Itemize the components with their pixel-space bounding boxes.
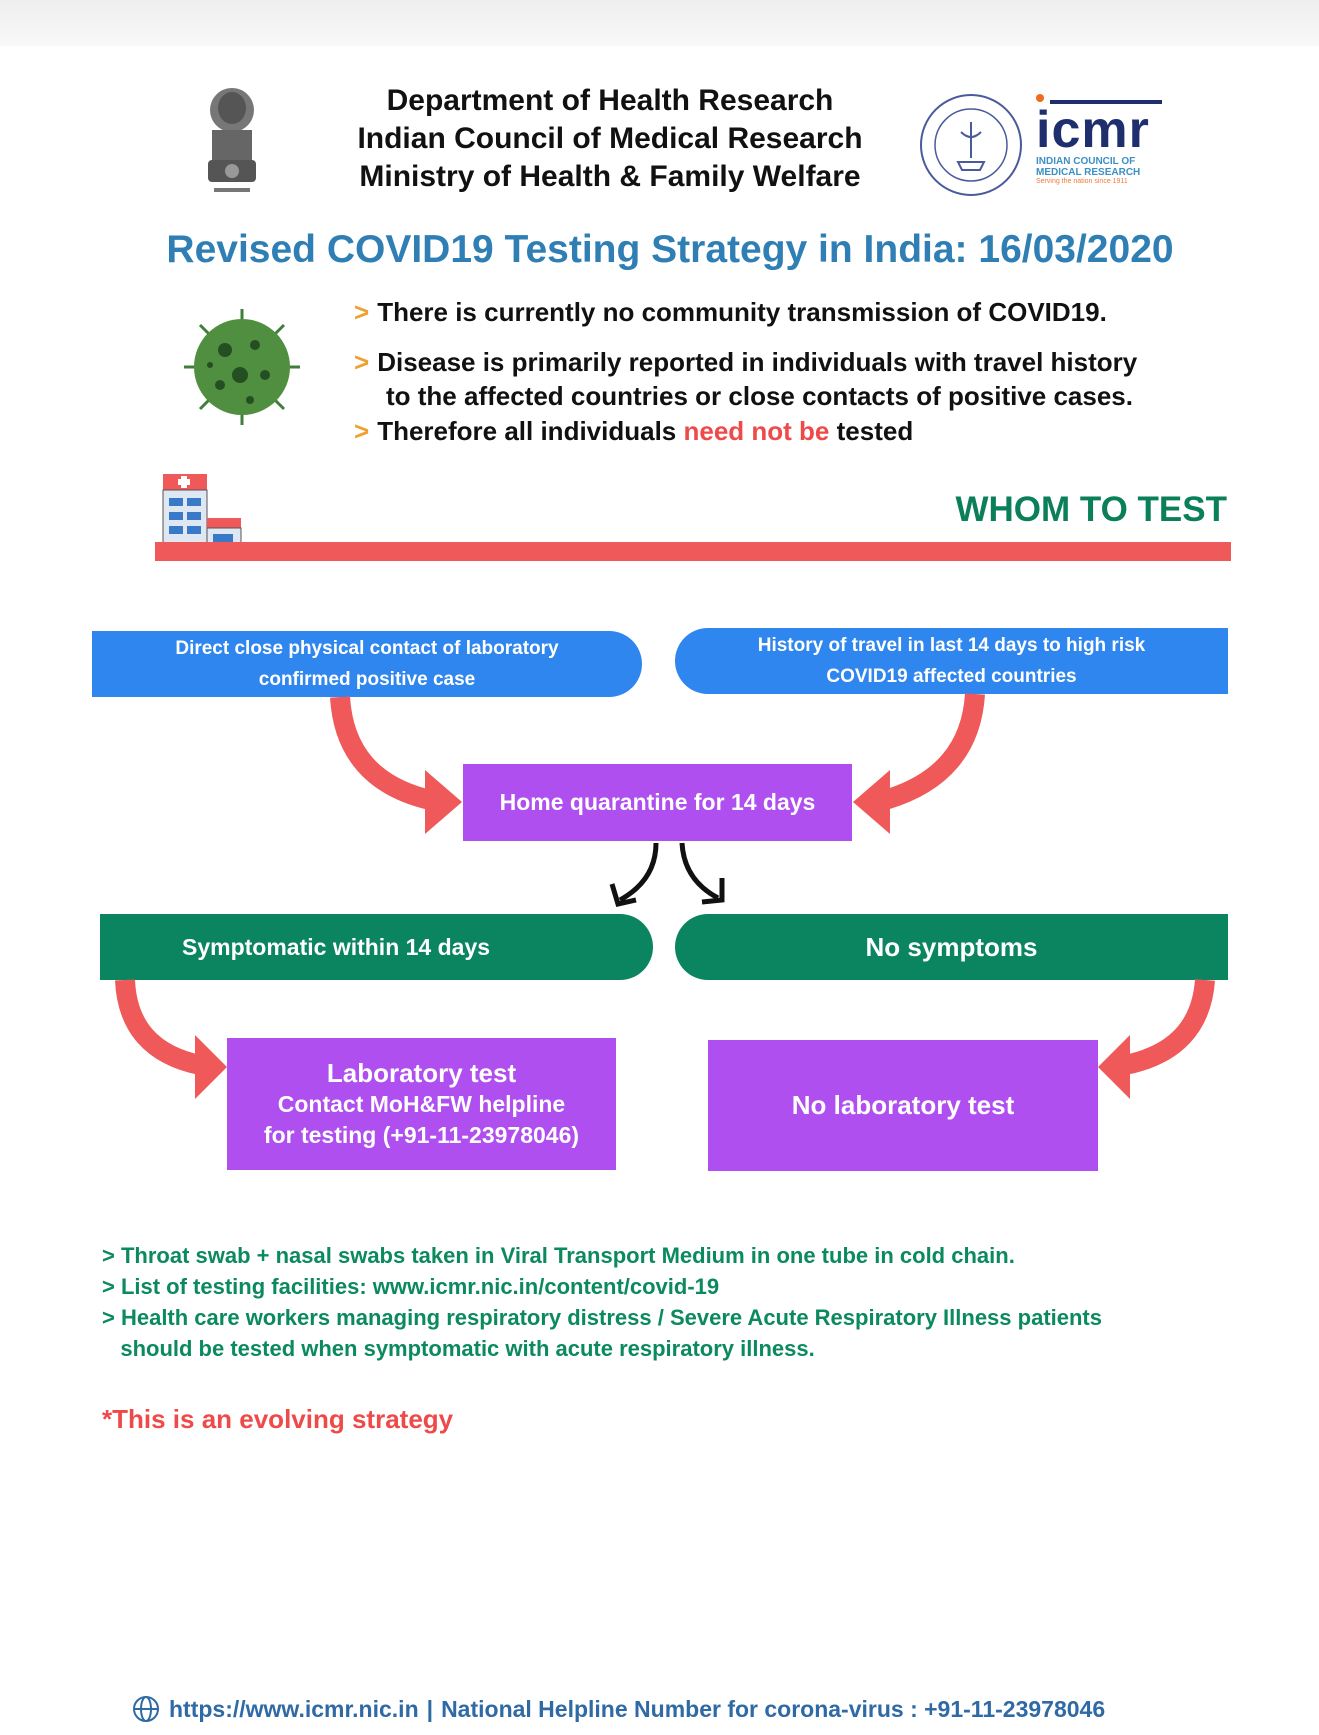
top-band (0, 0, 1319, 46)
separator: | (426, 1695, 434, 1722)
divider-bar (155, 542, 1231, 561)
arrowhead (853, 770, 890, 834)
travel-history-box: History of travel in last 14 days to hig… (675, 628, 1228, 694)
website-link[interactable]: https://www.icmr.nic.in (169, 1695, 419, 1722)
section-heading: WHOM TO TEST (955, 490, 1227, 529)
bullet-item: >Therefore all individuals need not be t… (354, 416, 914, 446)
arrowhead (425, 770, 462, 834)
note-item: > Health care workers managing respirato… (102, 1305, 1102, 1330)
no-laboratory-test-box: No laboratory test (708, 1040, 1098, 1171)
arrow-nosymptoms-to-nolab (1122, 978, 1215, 1075)
arrowhead (1098, 1035, 1130, 1099)
note-item: > Throat swab + nasal swabs taken in Vir… (102, 1243, 1015, 1268)
page-title: Revised COVID19 Testing Strategy in Indi… (166, 228, 1174, 271)
bullet-item: >Disease is primarily reported in indivi… (354, 347, 1138, 377)
globe-icon (133, 1696, 159, 1722)
national-emblem-icon (208, 88, 256, 192)
arrow-to-no-symptoms (679, 842, 720, 901)
evolving-note: *This is an evolving strategy (102, 1404, 454, 1434)
bullet-item-cont: to the affected countries or close conta… (386, 381, 1133, 411)
header-line: Department of Health Research (386, 84, 834, 117)
home-quarantine-box: Home quarantine for 14 days (463, 764, 852, 841)
helpline-text: National Helpline Number for corona-viru… (441, 1695, 1106, 1722)
symptomatic-box: Symptomatic within 14 days (100, 914, 653, 980)
bullet-item: >There is currently no community transmi… (354, 297, 1107, 327)
arrow-symptomatic-to-lab (115, 979, 203, 1075)
header-line: Ministry of Health & Family Welfare (359, 160, 861, 193)
no-symptoms-box: No symptoms (675, 914, 1228, 980)
arrow-to-symptomatic (618, 842, 659, 903)
icmr-seal-icon (920, 94, 1022, 196)
arrow-contact-to-quarantine (330, 696, 433, 810)
header-line: Indian Council of Medical Research (357, 122, 863, 155)
header-titles: Department of Health Research Indian Cou… (300, 82, 920, 196)
note-item: > List of testing facilities: www.icmr.n… (102, 1274, 720, 1299)
virus-icon (184, 309, 300, 425)
note-item: should be tested when symptomatic with a… (102, 1336, 815, 1361)
arrowhead (195, 1035, 227, 1099)
close-contact-box: Direct close physical contact of laborat… (92, 631, 642, 697)
icmr-logo: icmr INDIAN COUNCIL OF MEDICAL RESEARCH … (1036, 90, 1162, 185)
arrow-travel-to-quarantine (882, 693, 985, 810)
footer: https://www.icmr.nic.in | National Helpl… (131, 1694, 1105, 1724)
